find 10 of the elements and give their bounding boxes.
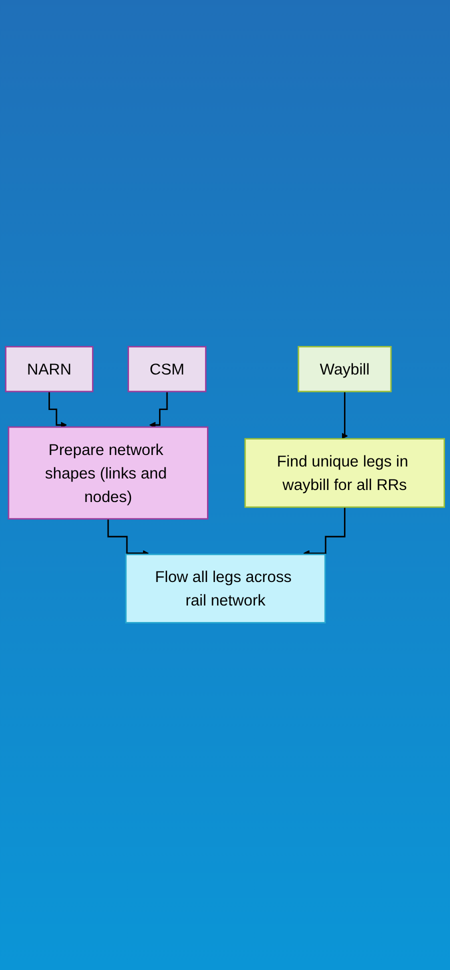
arrow bbox=[149, 391, 168, 428]
node-box: Waybill bbox=[298, 346, 392, 393]
node-box: Find unique legs in waybill for all RRs bbox=[244, 438, 446, 508]
arrow bbox=[303, 506, 346, 557]
arrow bbox=[342, 391, 348, 440]
arrow bbox=[48, 391, 67, 428]
node-box: CSM bbox=[128, 346, 206, 393]
node-box: Flow all legs across rail network bbox=[125, 554, 326, 624]
node-box: Prepare network shapes (links and nodes) bbox=[8, 426, 208, 520]
node-box: NARN bbox=[4, 346, 94, 393]
